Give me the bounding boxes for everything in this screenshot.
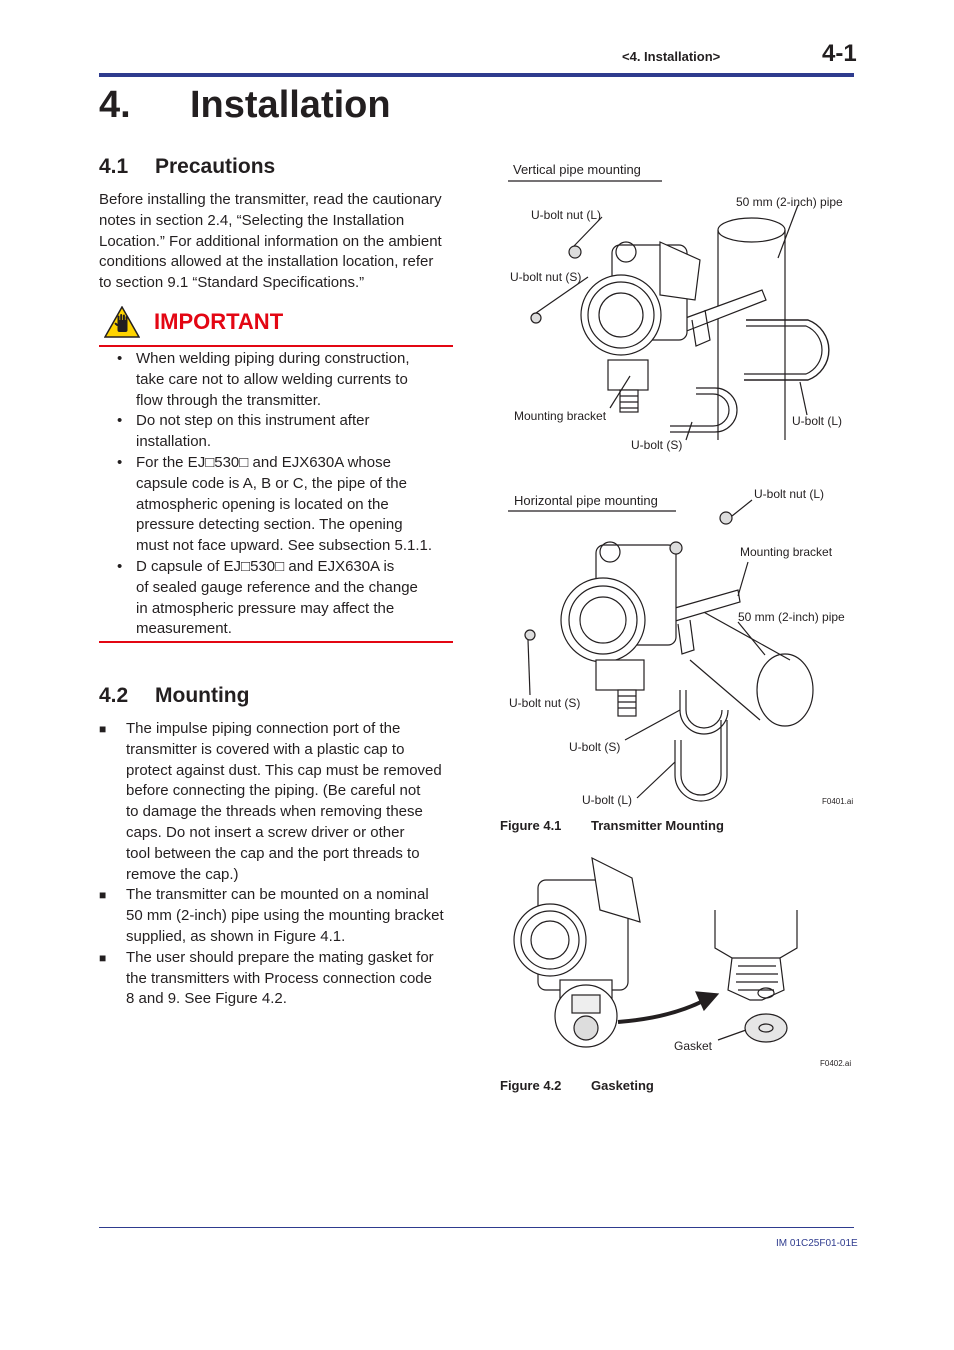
- bullet-marker: •: [117, 350, 123, 367]
- item-line: tool between the cap and the port thread…: [126, 844, 420, 862]
- label-ubolt-l: U-bolt (L): [582, 793, 633, 807]
- paragraph-line: notes in section 2.4, “Selecting the Ins…: [99, 211, 405, 229]
- paragraph-line: Before installing the transmitter, read …: [99, 191, 442, 208]
- item-line: before connecting the piping. (Be carefu…: [126, 782, 421, 800]
- item-line: of sealed gauge reference and the change: [136, 578, 418, 596]
- horizontal-mounting-heading: Horizontal pipe mounting: [514, 493, 658, 508]
- item-line: flow through the transmitter.: [136, 391, 322, 409]
- figure-42-drawing: [513, 856, 798, 1048]
- bullet-marker: •: [117, 412, 123, 430]
- list-item: ■ The transmitter can be mounted on a no…: [99, 885, 459, 947]
- important-bottom-rule: [99, 641, 453, 643]
- label-mounting-bracket: Mounting bracket: [740, 545, 833, 559]
- figure-41-caption-number: Figure 4.1: [500, 818, 562, 833]
- item-line: 8 and 9. See Figure 4.2.: [126, 990, 287, 1008]
- square-bullet: ■: [99, 888, 107, 903]
- label-pipe: 50 mm (2-inch) pipe: [738, 610, 845, 624]
- figure-41-drawing: [508, 180, 830, 802]
- item-line: take care not to allow welding currents …: [136, 370, 408, 388]
- list-item: ■ The impulse piping connection port of …: [99, 719, 459, 885]
- item-line: capsule code is A, B or C, the pipe of t…: [136, 474, 407, 492]
- section-41-title: Precautions: [155, 155, 276, 178]
- footer-doc-id: IM 01C25F01-01E: [776, 1238, 858, 1249]
- item-line: D capsule of EJ□530□ and EJX630A is: [136, 557, 395, 575]
- label-ubolt-nut-l: U-bolt nut (L): [754, 487, 825, 501]
- chapter-title: Installation: [190, 84, 391, 126]
- label-ubolt-s: U-bolt (S): [631, 438, 683, 452]
- figure-41-file-id: F0401.ai: [822, 797, 854, 806]
- list-item: • When welding piping during constructio…: [99, 349, 459, 411]
- square-bullet: ■: [99, 722, 107, 736]
- item-line: supplied, as shown in Figure 4.1.: [126, 927, 346, 945]
- figure-41-caption-title: Transmitter Mounting: [591, 818, 724, 833]
- paragraph-line: to section 9.1 “Standard Specifications.…: [99, 274, 365, 292]
- item-line: The impulse piping connection port of th…: [126, 720, 401, 737]
- important-top-rule: [99, 345, 453, 347]
- figure-42-caption-title: Gasketing: [591, 1078, 654, 1093]
- item-line: remove the cap.): [126, 865, 239, 883]
- square-bullet: ■: [99, 950, 107, 965]
- chapter-number: 4.: [99, 84, 131, 126]
- item-line: to damage the threads when removing thes…: [126, 803, 423, 821]
- important-label: IMPORTANT: [154, 309, 284, 334]
- caution-hand-icon: [103, 305, 141, 343]
- label-mounting-bracket: Mounting bracket: [514, 409, 607, 423]
- item-line: Do not step on this instrument after: [136, 412, 370, 430]
- page-number: 4-1: [822, 40, 857, 67]
- label-pipe: 50 mm (2-inch) pipe: [736, 195, 843, 209]
- item-line: protect against dust. This cap must be r…: [126, 761, 442, 779]
- item-line: When welding piping during construction,: [136, 350, 410, 367]
- list-item: • Do not step on this instrument after i…: [99, 411, 459, 453]
- section-42-title: Mounting: [155, 684, 250, 707]
- paragraph-line: Location.” For additional information on…: [99, 232, 442, 250]
- item-line: measurement.: [136, 620, 232, 638]
- list-item: • For the EJ□530□ and EJX630A whose caps…: [99, 453, 459, 557]
- section-41-number: 4.1: [99, 155, 129, 178]
- footer-rule: [99, 1227, 854, 1228]
- item-line: atmospheric opening is located on the: [136, 495, 389, 513]
- figure-42-file-id: F0402.ai: [820, 1059, 852, 1068]
- item-line: in atmospheric pressure may affect the: [136, 599, 395, 617]
- important-list: • When welding piping during constructio…: [99, 349, 459, 640]
- label-ubolt-nut-l: U-bolt nut (L): [531, 208, 602, 222]
- item-line: pressure detecting section. The opening: [136, 516, 403, 534]
- bullet-marker: •: [117, 557, 123, 575]
- label-ubolt-s: U-bolt (S): [569, 740, 621, 754]
- list-item: • D capsule of EJ□530□ and EJX630A is of…: [99, 557, 459, 640]
- label-gasket: Gasket: [674, 1039, 713, 1053]
- bullet-marker: •: [117, 453, 123, 471]
- header-section-ref: <4. Installation>: [622, 49, 721, 64]
- label-ubolt-nut-s: U-bolt nut (S): [510, 270, 582, 284]
- item-line: installation.: [136, 433, 212, 451]
- list-item: ■ The user should prepare the mating gas…: [99, 948, 459, 1010]
- item-line: 50 mm (2-inch) pipe using the mounting b…: [126, 907, 444, 925]
- mounting-list: ■ The impulse piping connection port of …: [99, 719, 459, 1010]
- item-line: The user should prepare the mating gaske…: [126, 948, 434, 966]
- figure-42-caption-number: Figure 4.2: [500, 1078, 562, 1093]
- vertical-mounting-heading: Vertical pipe mounting: [513, 162, 641, 177]
- paragraph-line: conditions allowed at the installation l…: [99, 253, 434, 271]
- item-line: The transmitter can be mounted on a nomi…: [126, 886, 429, 904]
- label-ubolt-l: U-bolt (L): [792, 414, 843, 428]
- item-line: must not face upward. See subsection 5.1…: [136, 537, 433, 555]
- item-line: caps. Do not insert a screw driver or ot…: [126, 823, 405, 841]
- section-41-paragraph: Before installing the transmitter, read …: [99, 190, 459, 294]
- item-line: the transmitters with Process connection…: [126, 969, 432, 987]
- header-rule: [99, 73, 854, 77]
- item-line: transmitter is covered with a plastic ca…: [126, 740, 405, 758]
- section-42-number: 4.2: [99, 684, 129, 707]
- item-line: For the EJ□530□ and EJX630A whose: [136, 453, 391, 471]
- label-ubolt-nut-s: U-bolt nut (S): [509, 696, 581, 710]
